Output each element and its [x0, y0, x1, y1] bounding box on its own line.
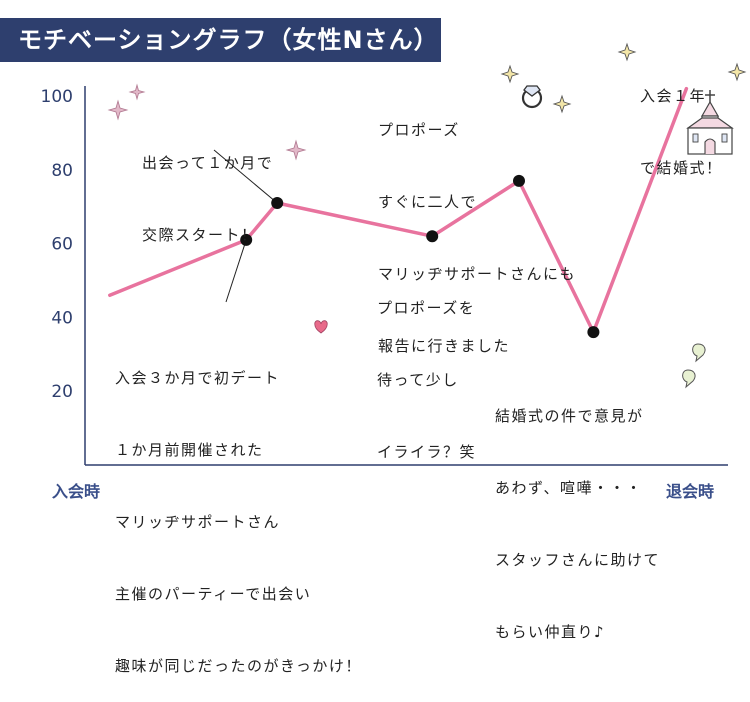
sparkle-icon — [552, 94, 572, 114]
x-end-label: 退会時 — [666, 482, 714, 501]
sparkle-icon — [128, 83, 146, 101]
annotation-waiting-proposal: プロポーズを 待って少し イライラ？笑 — [377, 299, 477, 461]
speech-bubble-icon — [682, 369, 696, 389]
data-point — [271, 197, 284, 210]
y-tick-labels: 20 40 60 80 100 — [41, 87, 73, 402]
annotation-first-date: 入会３か月で初デート １か月前開催された マリッヂサポートさん 主催のパーティー… — [115, 369, 362, 675]
annotation-leaders — [213, 149, 278, 303]
data-point — [426, 230, 439, 243]
data-point — [587, 326, 600, 339]
leader-line — [225, 239, 247, 303]
church-icon — [686, 90, 734, 155]
y-tick-label: 100 — [41, 87, 73, 107]
x-start-label: 入会時 — [52, 482, 100, 501]
y-tick-label: 60 — [51, 235, 73, 255]
page-title: モチベーショングラフ（女性Nさん） — [0, 18, 441, 62]
decorations — [107, 42, 747, 389]
axes — [84, 86, 728, 466]
y-tick-label: 80 — [51, 161, 73, 181]
data-point — [513, 174, 525, 187]
sparkle-icon — [500, 64, 520, 84]
annotation-proposal: プロポーズ すぐに二人で マリッヂサポートさんにも 報告に行きました — [378, 121, 577, 355]
ring-icon — [521, 85, 543, 109]
sparkle-icon — [617, 42, 637, 62]
y-tick-label: 20 — [51, 382, 73, 402]
sparkle-icon — [727, 62, 747, 82]
speech-bubble-icon — [692, 343, 706, 363]
sparkle-icon — [107, 99, 129, 121]
y-tick-label: 40 — [51, 308, 73, 328]
motivation-chart: 20 40 60 80 100 — [41, 42, 747, 501]
data-points — [240, 174, 600, 339]
annotation-quarrel: 結婚式の件で意見が あわず、喧嘩・・・ スタッフさんに助けて もらい仲直り♪ — [495, 407, 661, 641]
annotation-dating-start: 出会って１か月で 交際スタート！ — [142, 154, 274, 244]
annotation-wedding: 入会１年 で結婚式！ — [640, 87, 723, 177]
leader-line — [213, 149, 278, 204]
sparkle-icon — [285, 139, 307, 161]
data-point — [240, 233, 253, 246]
heart-icon — [314, 320, 328, 334]
